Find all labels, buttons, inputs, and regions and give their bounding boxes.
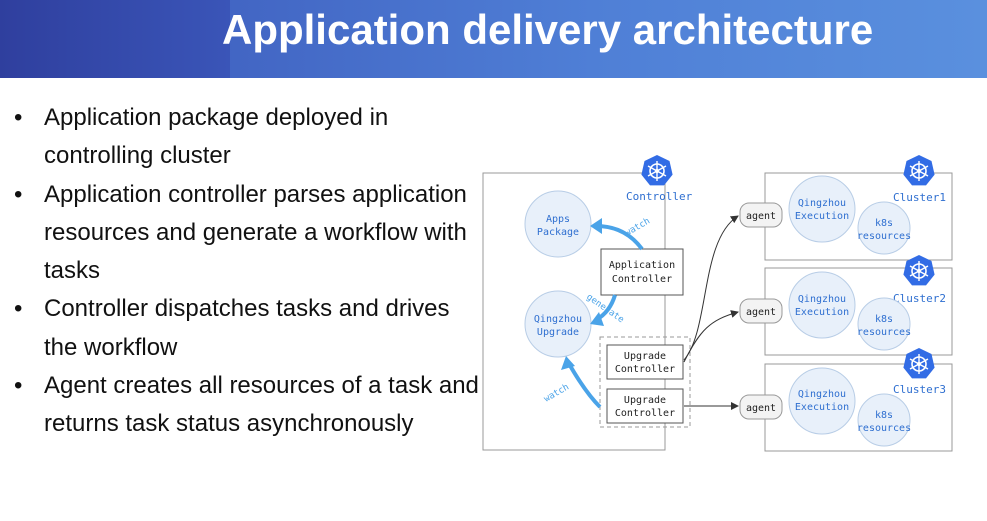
agent-box — [739, 394, 783, 420]
k8s-resources-label: k8s — [875, 314, 893, 325]
k8s-resources-label: resources — [857, 423, 911, 434]
cluster-label: Cluster1 — [893, 191, 946, 204]
qingzhou-execution-node — [788, 271, 856, 339]
apps-package-node — [524, 190, 592, 258]
qingzhou-execution-node — [788, 367, 856, 435]
agent-label: agent — [746, 211, 776, 222]
agent-box — [739, 298, 783, 324]
upgrade-controller-box — [606, 344, 684, 380]
apps-package-label: Package — [537, 227, 579, 238]
bullet-list: •Application package deployed in control… — [14, 99, 484, 444]
arrow-head-icon — [590, 218, 602, 234]
arrow-head-icon — [590, 312, 604, 326]
agent-label: agent — [746, 307, 776, 318]
qingzhou-execution-label: Qingzhou — [798, 389, 846, 400]
title-banner — [0, 0, 987, 78]
bullet-item: •Application controller parses applicati… — [14, 180, 467, 285]
bullet-item: •Controller dispatches tasks and drives … — [14, 295, 450, 361]
cluster-label: Cluster3 — [893, 383, 946, 396]
application-controller-label: Application — [609, 260, 675, 271]
qingzhou-upgrade-label: Upgrade — [537, 327, 579, 338]
k8s-resources-node — [857, 393, 911, 447]
upgrade-controller-label: Upgrade — [624, 395, 666, 406]
architecture-diagram: Controller Apps Package Qingzhou Upgrade… — [482, 154, 953, 452]
agent-label: agent — [746, 403, 776, 414]
qingzhou-execution-label: Qingzhou — [798, 294, 846, 305]
k8s-resources-label: resources — [857, 231, 911, 242]
qingzhou-execution-label: Qingzhou — [798, 198, 846, 209]
connector-line — [683, 215, 739, 361]
bullet-item: •Application package deployed in control… — [14, 104, 389, 170]
upgrade-controller-label: Upgrade — [624, 351, 666, 362]
k8s-resources-label: k8s — [875, 218, 893, 229]
connector-line — [683, 310, 739, 363]
apps-package-label: Apps — [546, 214, 570, 225]
qingzhou-execution-label: Execution — [795, 402, 849, 413]
qingzhou-execution-label: Execution — [795, 211, 849, 222]
page-title: Application delivery architecture — [222, 6, 874, 53]
application-controller-label: Controller — [612, 274, 672, 285]
upgrade-controller-box — [606, 388, 684, 424]
upgrade-controller-label: Controller — [615, 408, 675, 419]
upgrade-controller-group — [599, 336, 691, 428]
agent-box — [739, 202, 783, 228]
bullet-item: •Agent creates all resources of a task a… — [14, 372, 479, 438]
arrow-head-icon — [561, 356, 575, 370]
upgrade-controller-label: Controller — [615, 364, 675, 375]
k8s-resources-node — [857, 297, 911, 351]
qingzhou-upgrade-label: Qingzhou — [534, 314, 582, 325]
controller-label: Controller — [626, 190, 693, 203]
k8s-resources-label: resources — [857, 327, 911, 338]
qingzhou-execution-label: Execution — [795, 307, 849, 318]
k8s-resources-node — [857, 201, 911, 255]
k8s-resources-label: k8s — [875, 410, 893, 421]
cluster-label: Cluster2 — [893, 292, 946, 305]
application-controller-box — [600, 248, 684, 296]
qingzhou-execution-node — [788, 175, 856, 243]
